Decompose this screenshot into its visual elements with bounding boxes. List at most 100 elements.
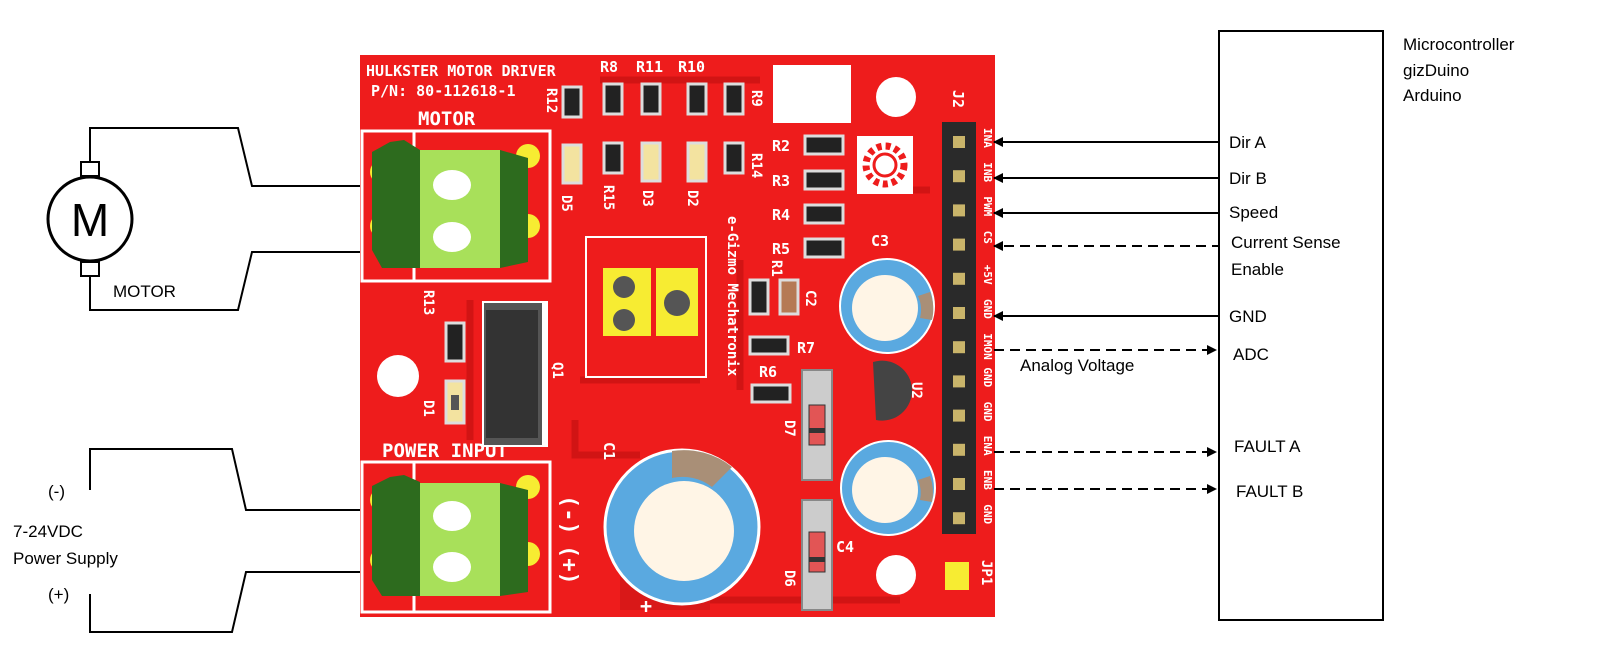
label-r5: R5 — [772, 240, 790, 258]
header-pin-label: GND — [981, 504, 994, 524]
mcu-platform: Arduino — [1403, 86, 1462, 105]
label-r1: R1 — [768, 260, 784, 277]
motor-terminal-label: MOTOR — [418, 108, 476, 130]
label-r11: R11 — [636, 58, 663, 76]
gear-logo — [857, 136, 913, 194]
capacitors-c3-c4: C3 U2 C4 — [836, 232, 936, 556]
header-j2: J2 INAINBPWMCS+5VGNDIMONGNDGNDENAENBGND … — [942, 90, 994, 590]
signal-fault-a: FAULT A — [1234, 437, 1301, 456]
header-pin-label: CS — [981, 231, 994, 244]
header-pin — [953, 409, 965, 422]
header-pin-label: IMON — [981, 333, 994, 360]
supply-voltage: 7-24VDC — [13, 522, 83, 541]
signal-lines — [993, 137, 1222, 494]
signal-speed: Speed — [1229, 203, 1278, 222]
header-pin — [953, 341, 965, 354]
motor-circle — [46, 175, 134, 263]
brand-text: e-Gizmo Mechatronix — [724, 216, 740, 377]
label-r15: R15 — [600, 185, 616, 210]
power-plus-mark: (+) — [556, 545, 581, 585]
header-pin — [953, 478, 965, 490]
label-d1: D1 — [420, 400, 436, 417]
header-pin-label: +5V — [981, 265, 994, 285]
signal-adc: ADC — [1233, 345, 1269, 364]
header-pin-label: GND — [981, 367, 994, 387]
svg-text:+: + — [640, 594, 652, 618]
mount-hole — [377, 355, 419, 397]
motor-symbol-letter: M — [71, 194, 109, 246]
mount-hole — [876, 77, 916, 117]
label-r10: R10 — [678, 58, 705, 76]
header-pin-label: PWM — [981, 196, 994, 216]
header-pin — [953, 170, 965, 183]
header-pin — [953, 136, 965, 148]
pcb-board: HULKSTER MOTOR DRIVER P/N: 80-112618-1 M… — [360, 55, 995, 618]
supply-label: Power Supply — [13, 549, 118, 568]
board-title: HULKSTER MOTOR DRIVER — [366, 62, 557, 80]
label-d3: D3 — [639, 190, 655, 207]
header-pin — [953, 238, 965, 251]
label-r3: R3 — [772, 172, 790, 190]
label-d2: D2 — [684, 190, 700, 207]
signal-dir-a: Dir A — [1229, 133, 1267, 152]
label-c2: C2 — [802, 290, 818, 307]
mosfet-pad — [585, 236, 707, 378]
header-pin-label: ENA — [981, 436, 994, 456]
header-pin — [953, 375, 965, 388]
header-pin — [953, 204, 965, 217]
header-pin-label: INA — [981, 128, 994, 148]
motor-label: MOTOR — [113, 282, 176, 301]
mcu-title: Microcontroller — [1403, 35, 1515, 54]
capacitor-c1: C1 + — [600, 442, 761, 618]
label-r8: R8 — [600, 58, 618, 76]
motor-terminal: MOTOR — [360, 108, 552, 283]
label-r13: R13 — [420, 290, 436, 315]
label-r2: R2 — [772, 137, 790, 155]
header-pin-label: INB — [981, 162, 994, 182]
label-r6: R6 — [759, 363, 777, 381]
jumper-jp1 — [945, 562, 969, 590]
supply-minus: (-) — [48, 482, 65, 501]
header-pin — [953, 272, 965, 285]
signal-gnd: GND — [1229, 307, 1267, 326]
label-r4: R4 — [772, 206, 790, 224]
label-d7: D7 — [781, 420, 797, 437]
label-r9: R9 — [748, 90, 764, 107]
label-d5: D5 — [558, 195, 574, 212]
pcb-white-pad — [773, 65, 851, 123]
microcontroller-box: Microcontroller gizDuino Arduino Dir A D… — [1218, 30, 1515, 621]
label-c3: C3 — [871, 232, 889, 250]
signal-dir-b: Dir B — [1229, 169, 1267, 188]
signal-enable: Enable — [1231, 260, 1284, 279]
header-pin-squares — [953, 136, 965, 525]
header-pin-label: GND — [981, 402, 994, 422]
label-u2: U2 — [908, 382, 924, 399]
power-terminal: POWER INPUT (-) (+) — [360, 440, 581, 614]
label-r14: R14 — [748, 153, 764, 178]
header-label: J2 — [949, 90, 967, 108]
power-supply: (-) 7-24VDC Power Supply (+) — [13, 448, 365, 633]
header-pin-label: ENB — [981, 470, 994, 490]
label-d6: D6 — [781, 570, 797, 587]
resistor-column: R2 R3 R4 R5 — [772, 134, 845, 259]
signal-current-sense: Current Sense — [1231, 233, 1341, 252]
resistor-array: R8 R11 R10 R12 R9 D5 R15 D3 D2 R14 — [543, 58, 764, 212]
label-c4: C4 — [836, 538, 854, 556]
analog-voltage-label: Analog Voltage — [1020, 356, 1134, 375]
signal-fault-b: FAULT B — [1236, 482, 1303, 501]
header-body — [942, 122, 976, 534]
diodes-d6-d7: D7 D6 — [781, 369, 833, 611]
mount-hole — [876, 555, 916, 595]
label-r12: R12 — [543, 88, 559, 113]
label-c1: C1 — [600, 442, 618, 460]
supply-plus: (+) — [48, 585, 69, 604]
header-pin — [953, 307, 965, 319]
motor-symbol: M MOTOR — [46, 127, 365, 311]
part-number: P/N: 80-112618-1 — [371, 82, 516, 100]
label-r7: R7 — [797, 339, 815, 357]
power-minus-mark: (-) — [556, 495, 581, 535]
header-pin — [953, 443, 965, 456]
label-jp1: JP1 — [978, 560, 994, 585]
